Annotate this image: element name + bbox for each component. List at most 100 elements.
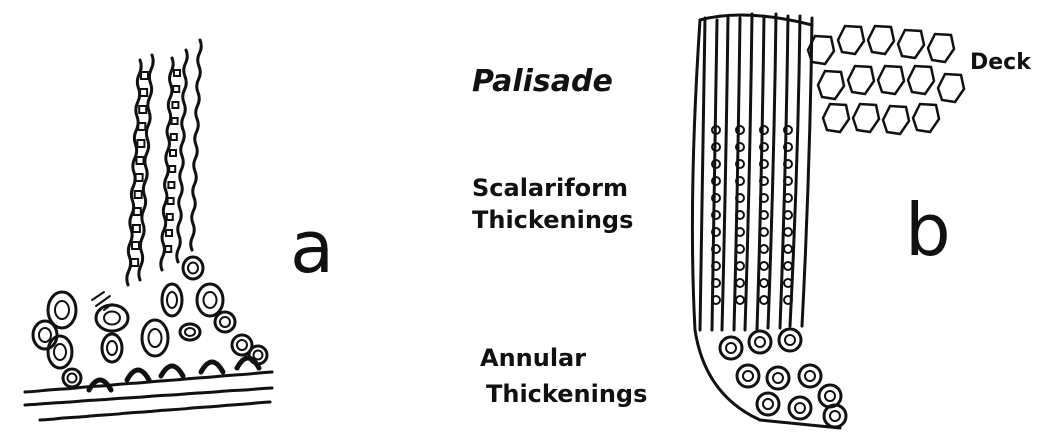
vessel-wall-line xyxy=(127,60,141,285)
bordered-pit-mark xyxy=(131,259,138,266)
annular-cell xyxy=(799,365,821,387)
cell-outline xyxy=(142,320,168,356)
cell-nucleus xyxy=(204,292,217,308)
bordered-pit-mark xyxy=(171,134,177,140)
label-scalariform-line1: Scalariform xyxy=(472,172,633,204)
annular-ring xyxy=(795,403,805,413)
deck-cell xyxy=(848,66,874,94)
cell-outline xyxy=(33,321,57,349)
annular-ring xyxy=(805,371,815,381)
cell-nucleus xyxy=(39,328,51,342)
annular-cell xyxy=(757,393,779,415)
scalariform-pit-mark xyxy=(760,262,768,270)
cell-nucleus xyxy=(149,329,162,347)
vessel-wall-line xyxy=(177,50,188,262)
bordered-pit-mark xyxy=(139,106,146,113)
bordered-pit-mark xyxy=(165,246,171,252)
annular-cell xyxy=(789,397,811,419)
palisade-cell-wall xyxy=(700,18,705,330)
scalariform-pit-mark xyxy=(736,262,744,270)
bordered-pit-mark xyxy=(173,86,179,92)
annular-cell xyxy=(720,337,742,359)
label-panel-a: a xyxy=(290,205,334,289)
bordered-pit-mark xyxy=(136,174,143,181)
deck-cell xyxy=(938,74,964,102)
cell-outline xyxy=(180,324,200,340)
bordered-pit-mark xyxy=(135,191,142,198)
annular-cell xyxy=(749,331,771,353)
label-annular-thickenings: Annular Thickenings xyxy=(480,340,647,412)
cell-nucleus xyxy=(220,317,230,327)
bordered-pit-mark xyxy=(137,157,144,164)
annular-arch-mark xyxy=(127,370,149,380)
annular-cell xyxy=(737,365,759,387)
annular-cell xyxy=(767,367,789,389)
label-scalariform-thickenings: Scalariform Thickenings xyxy=(472,172,633,236)
cell-outline xyxy=(197,284,223,316)
scalariform-pit-mark xyxy=(784,262,792,270)
scalariform-pit-mark xyxy=(760,279,768,287)
cell-nucleus xyxy=(237,340,247,350)
bordered-pit-mark xyxy=(140,89,147,96)
cell-nucleus xyxy=(68,374,77,383)
bordered-pit-mark xyxy=(169,166,175,172)
annular-ring xyxy=(763,399,773,409)
label-palisade: Palisade xyxy=(472,64,613,99)
annular-ring xyxy=(785,335,795,345)
cell-nucleus xyxy=(185,328,195,336)
bordered-pit-mark xyxy=(141,72,148,79)
scalariform-pit-mark xyxy=(760,245,768,253)
cell-outline xyxy=(162,284,182,316)
bordered-pit-mark xyxy=(167,214,173,220)
cell-nucleus xyxy=(167,292,177,308)
deck-cell xyxy=(868,26,894,54)
annular-ring xyxy=(773,373,783,383)
bordered-pit-mark xyxy=(168,182,174,188)
deck-cell xyxy=(913,104,939,132)
bordered-pit-mark xyxy=(168,198,174,204)
deck-cell xyxy=(823,104,849,132)
palisade-cell-wall xyxy=(768,14,776,328)
annular-cell xyxy=(779,329,801,351)
cell-nucleus xyxy=(55,301,69,319)
palisade-cell-wall xyxy=(722,16,728,330)
deck-cell xyxy=(818,71,844,99)
label-panel-b: b xyxy=(905,188,951,272)
deck-cell xyxy=(883,106,909,134)
scalariform-pit-mark xyxy=(784,245,792,253)
scalariform-pit-mark xyxy=(784,228,792,236)
cell-nucleus xyxy=(188,263,198,274)
cell-nucleus xyxy=(107,341,117,355)
cell-outline xyxy=(63,369,81,387)
deck-cell xyxy=(853,104,879,132)
scalariform-pit-mark xyxy=(736,279,744,287)
bordered-pit-mark xyxy=(133,225,140,232)
scalariform-pit-mark xyxy=(760,296,768,304)
annular-arch-mark xyxy=(237,358,259,368)
palisade-cell-wall xyxy=(802,18,812,326)
figure-a-drawing xyxy=(25,40,272,420)
bordered-pit-mark xyxy=(172,118,178,124)
annular-arch-mark xyxy=(201,362,223,372)
annular-ring xyxy=(726,343,736,353)
annular-cell xyxy=(824,405,846,427)
cell-outline xyxy=(183,257,203,279)
scalariform-pit-mark xyxy=(736,296,744,304)
cell-outline xyxy=(96,305,128,331)
label-annular-line2: Thickenings xyxy=(486,376,647,412)
bordered-pit-mark xyxy=(174,70,180,76)
bordered-pit-mark xyxy=(170,150,176,156)
cell-outline xyxy=(48,336,72,368)
annular-cell xyxy=(819,385,841,407)
bordered-pit-mark xyxy=(132,242,139,249)
cell-outline xyxy=(215,312,235,332)
annular-ring xyxy=(755,337,765,347)
deck-cell xyxy=(928,34,954,62)
bordered-pit-mark xyxy=(172,102,178,108)
bordered-pit-mark xyxy=(137,140,144,147)
annular-ring xyxy=(743,371,753,381)
cell-nucleus xyxy=(104,312,120,325)
ground-line xyxy=(25,388,272,405)
label-deck: Deck xyxy=(970,50,1031,75)
vessel-wall-line xyxy=(191,40,202,250)
